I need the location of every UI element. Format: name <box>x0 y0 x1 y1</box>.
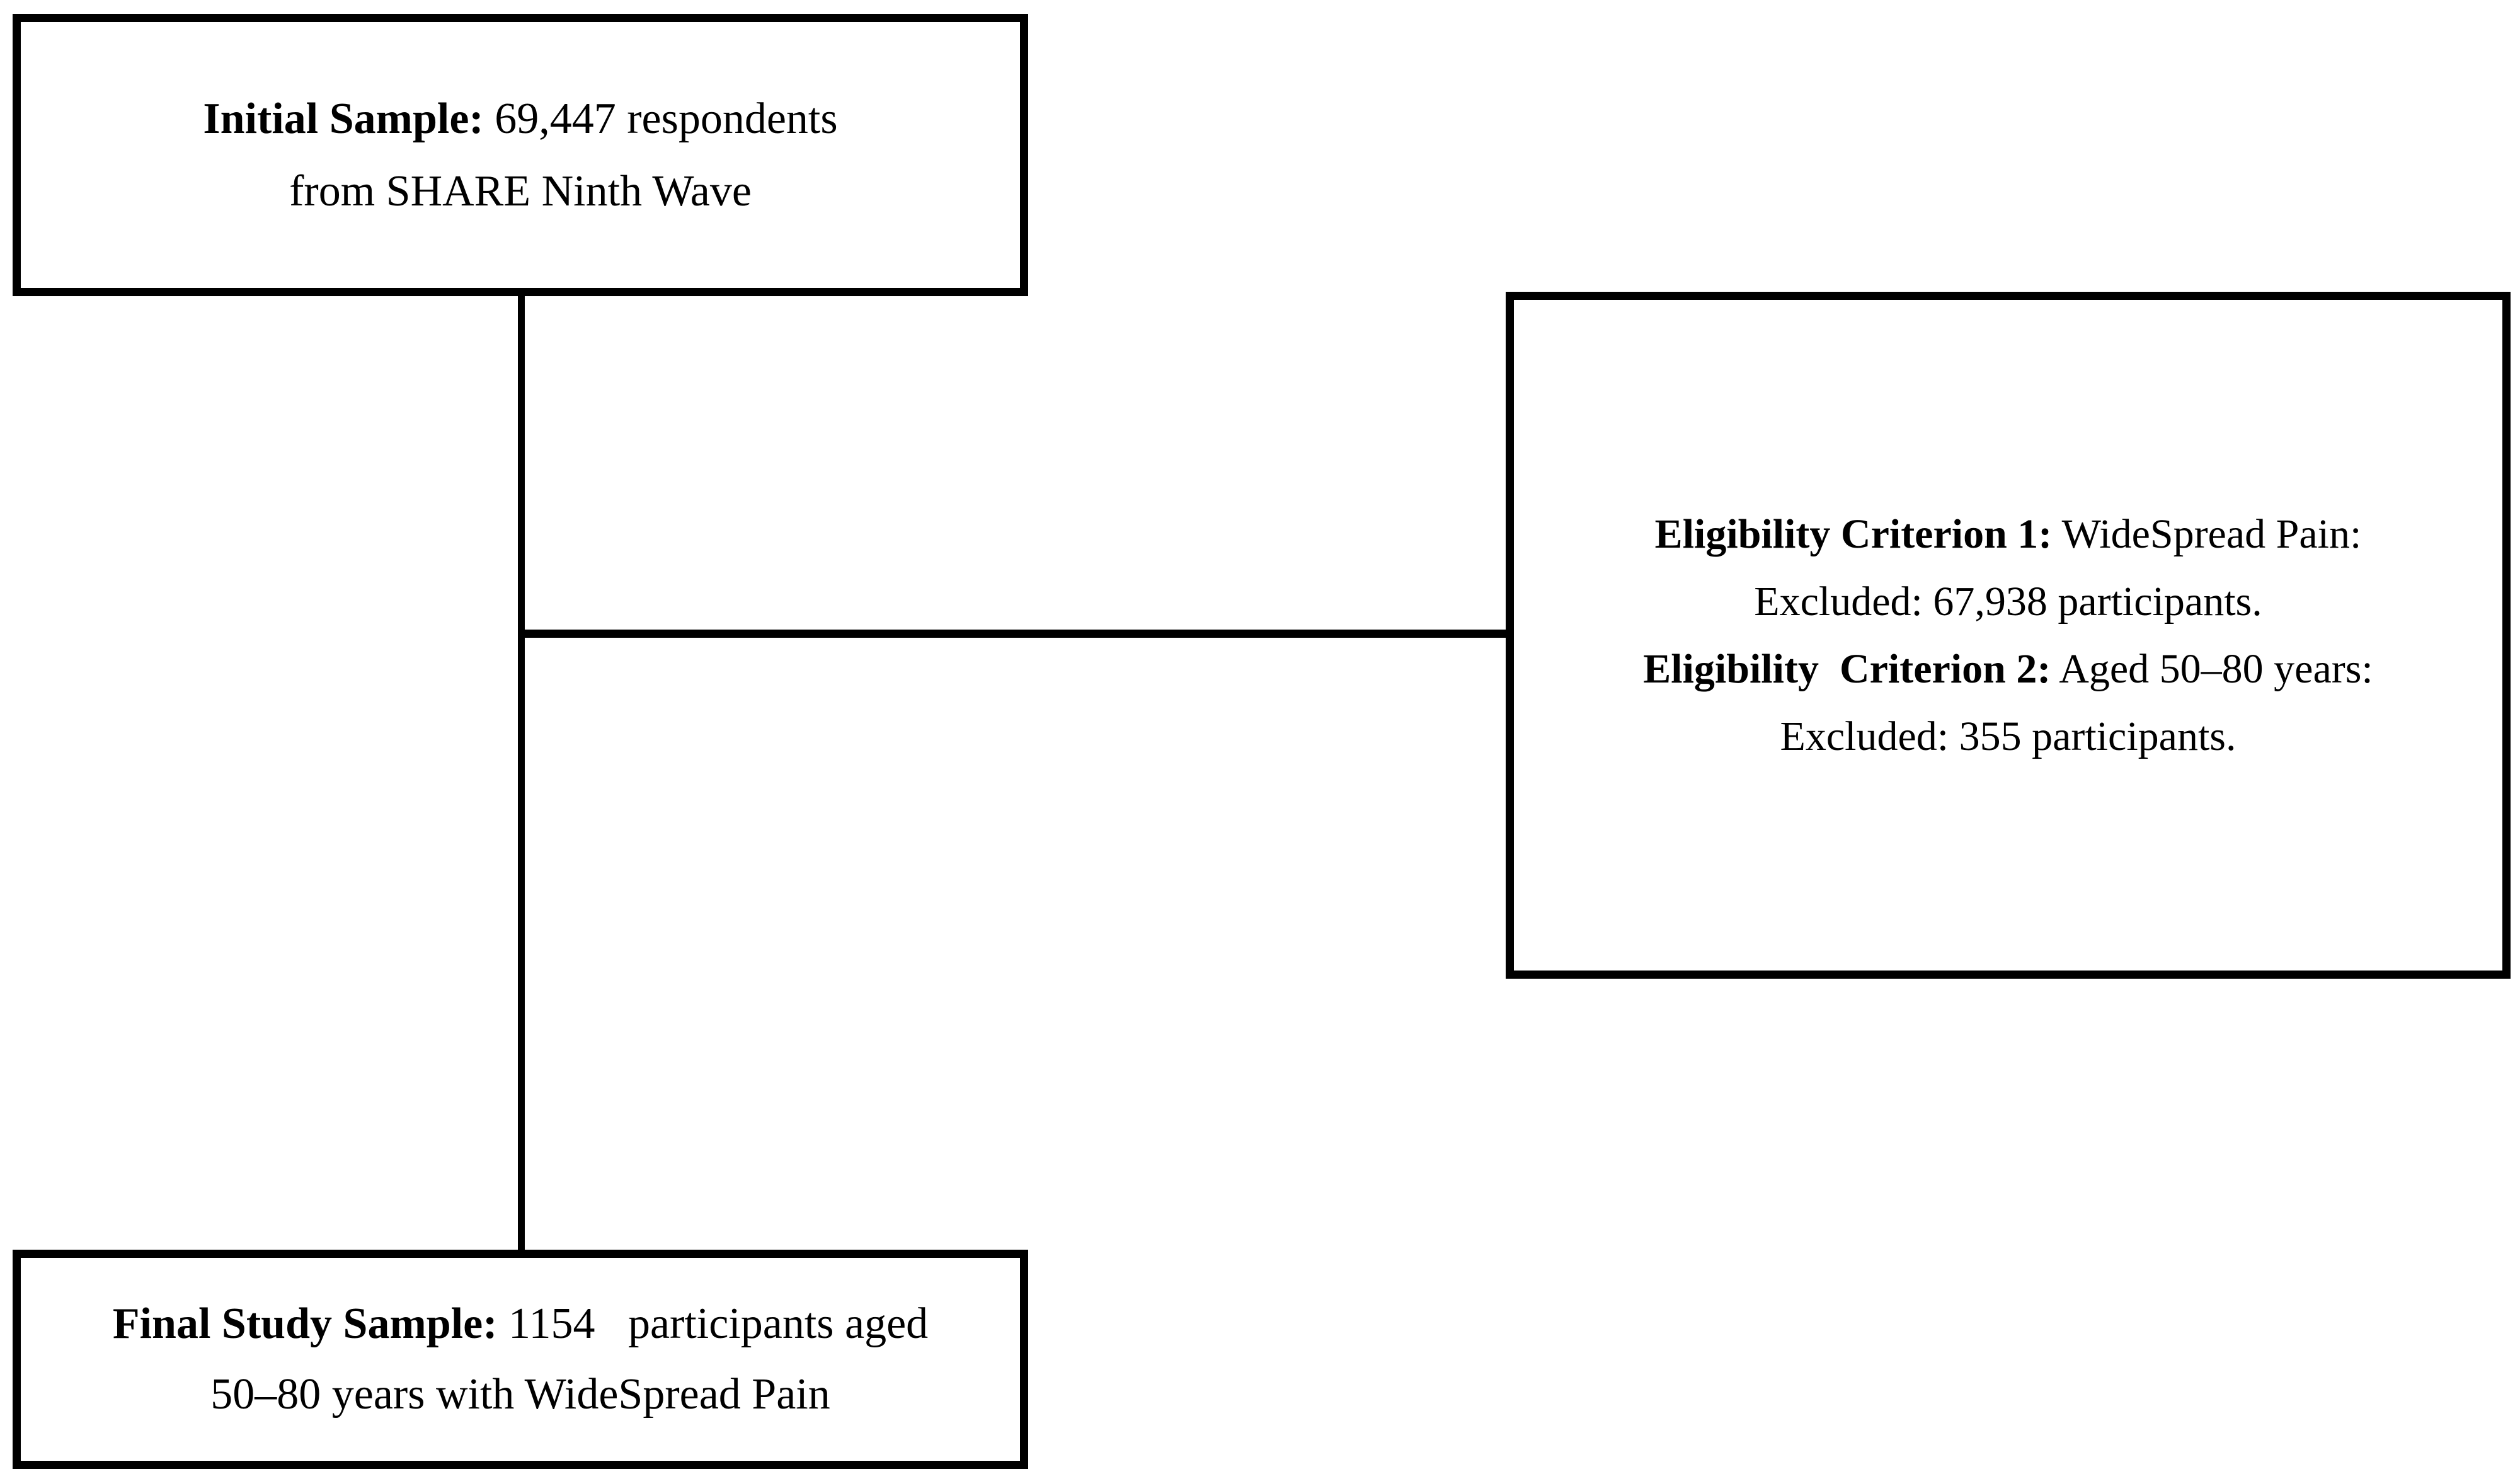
eligibility-criterion-2-line: Eligibility Criterion 2: Aged 50–80 year… <box>1643 635 2373 703</box>
initial-sample-label: Initial Sample: <box>203 95 484 143</box>
initial-sample-line-1: Initial Sample: 69,447 respondents <box>203 83 837 155</box>
final-sample-value: 1154 participants aged <box>497 1299 929 1348</box>
initial-sample-line-2: from SHARE Ninth Wave <box>289 155 752 228</box>
connector-horizontal-line <box>518 630 1506 638</box>
final-sample-label: Final Study Sample: <box>112 1299 498 1348</box>
initial-sample-value: 69,447 respondents <box>483 95 838 143</box>
eligibility-criterion-1-label: Eligibility Criterion 1: <box>1654 511 2053 557</box>
initial-sample-box: Initial Sample: 69,447 respondents from … <box>13 14 1028 296</box>
excluded-count-2: Excluded: 355 participants. <box>1780 713 2236 759</box>
connector-vertical-line <box>518 296 525 1250</box>
eligibility-criterion-1-excluded: Excluded: 67,938 participants. <box>1754 568 2262 635</box>
excluded-count-1: Excluded: 67,938 participants. <box>1754 579 2262 625</box>
final-sample-description: 50–80 years with WideSpread Pain <box>210 1370 830 1419</box>
final-sample-line-1: Final Study Sample: 1154 participants ag… <box>113 1289 928 1359</box>
eligibility-criterion-1-line: Eligibility Criterion 1: WideSpread Pain… <box>1655 500 2362 568</box>
eligibility-criterion-2-label: Eligibility Criterion 2: <box>1643 646 2051 692</box>
eligibility-criterion-1-value: WideSpread Pain: <box>2052 511 2362 557</box>
eligibility-criterion-2-excluded: Excluded: 355 participants. <box>1780 703 2236 770</box>
final-study-sample-box: Final Study Sample: 1154 participants ag… <box>13 1250 1028 1469</box>
eligibility-criterion-2-value: Aged 50–80 years: <box>2051 646 2373 692</box>
final-sample-line-2: 50–80 years with WideSpread Pain <box>210 1359 830 1430</box>
eligibility-criteria-box: Eligibility Criterion 1: WideSpread Pain… <box>1506 292 2511 979</box>
initial-sample-source: from SHARE Ninth Wave <box>289 167 752 216</box>
